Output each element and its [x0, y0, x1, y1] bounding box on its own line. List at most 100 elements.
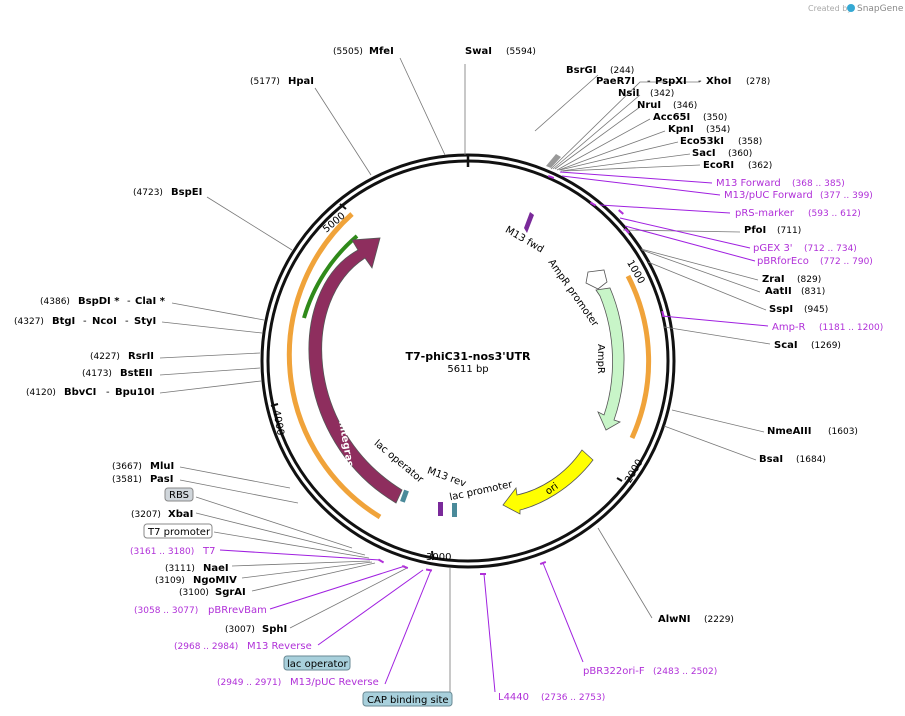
site-naei[interactable]: NaeI — [203, 563, 229, 574]
site-bsteii-pos: (4173) — [82, 369, 112, 379]
svg-text:T7 promoter: T7 promoter — [147, 527, 211, 538]
site-ncoi[interactable]: NcoI — [92, 316, 117, 327]
site-bbvci-pos: (4120) — [26, 388, 56, 398]
site-saci[interactable]: SacI — [692, 148, 716, 159]
primer-pbrforeco-range: (772 .. 790) — [820, 257, 873, 267]
primer-pbrforeco[interactable]: pBRforEco — [757, 256, 809, 267]
plasmid-name: T7-phiC31-nos3'UTR — [405, 350, 531, 363]
primer-pbrrevbam-range: (3058 .. 3077) — [134, 606, 198, 616]
site-acc65i-pos: (350) — [703, 113, 727, 123]
site-swai-pos: (5594) — [506, 47, 536, 57]
site-eco53ki[interactable]: Eco53kI — [680, 136, 724, 147]
snapgene-logo-icon — [847, 4, 855, 12]
site-xbai-pos: (3207) — [131, 510, 161, 520]
tag-lac-operator[interactable]: lac operator — [283, 655, 351, 671]
tag-cap-binding-site[interactable]: CAP binding site — [362, 691, 453, 707]
site-kpni[interactable]: KpnI — [668, 124, 694, 135]
created-by-label: Created by — [808, 4, 852, 13]
primer-amp-r-range: (1181 .. 1200) — [819, 323, 883, 333]
primer-pbr322ori-f[interactable]: pBR322ori-F — [583, 666, 645, 677]
site-bspdi-pos: (4386) — [40, 297, 70, 307]
site-acc65i[interactable]: Acc65I — [653, 112, 690, 123]
ori-feature — [502, 449, 594, 515]
site-styi[interactable]: StyI — [134, 316, 156, 327]
primer-prs-marker[interactable]: pRS-marker — [735, 208, 795, 219]
site-mlui[interactable]: MluI — [150, 461, 174, 472]
phage-integrase-feature — [308, 237, 403, 504]
site-sgrai[interactable]: SgrAI — [215, 587, 246, 598]
site-scai[interactable]: ScaI — [774, 340, 798, 351]
site-clai[interactable]: ClaI * — [135, 296, 166, 307]
site-hpai-pos: (5177) — [250, 77, 280, 87]
site-nrui[interactable]: NruI — [637, 100, 661, 111]
tick-3000: 3000 — [426, 552, 451, 563]
site-hpai[interactable]: HpaI — [288, 76, 314, 87]
site-pasi[interactable]: PasI — [150, 474, 173, 485]
primer-m13-reverse[interactable]: M13 Reverse — [247, 641, 312, 652]
primer-pgex3[interactable]: pGEX 3' — [753, 243, 793, 254]
site-ecori[interactable]: EcoRI — [703, 160, 734, 171]
site-rsrii-pos: (4227) — [90, 352, 120, 362]
ampr-label: AmpR — [595, 344, 606, 374]
site-aatii[interactable]: AatII — [765, 286, 792, 297]
site-bpu10i[interactable]: Bpu10I — [115, 387, 155, 398]
site-rsrii[interactable]: RsrII — [128, 351, 154, 362]
site-ngomiv[interactable]: NgoMIV — [193, 575, 237, 586]
m13-fwd-label: M13 fwd — [503, 225, 545, 256]
site-sgrai-pos: (3100) — [179, 588, 209, 598]
primer-t7[interactable]: T7 — [202, 546, 215, 557]
site-paer7i-pos: (278) — [746, 77, 770, 87]
site-btgi[interactable]: BtgI — [52, 316, 75, 327]
site-bsteii[interactable]: BstEII — [120, 368, 153, 379]
site-alwni-pos: (2229) — [704, 615, 734, 625]
site-mfei[interactable]: MfeI — [369, 46, 394, 57]
primer-l4440-range: (2736 .. 2753) — [541, 693, 605, 703]
site-swai[interactable]: SwaI — [465, 46, 492, 57]
tag-t7-promoter[interactable]: T7 promoter — [143, 523, 213, 539]
site-xbai[interactable]: XbaI — [168, 509, 193, 520]
primer-l4440[interactable]: L4440 — [498, 692, 529, 703]
site-bspdi[interactable]: BspDI * — [78, 296, 120, 307]
site-bsai[interactable]: BsaI — [759, 454, 783, 465]
ruler-ticks — [270, 203, 654, 561]
primer-m13-puc-reverse-range: (2949 .. 2971) — [217, 678, 281, 688]
site-bsrgi-pos: (244) — [610, 66, 634, 76]
ampr-feature — [595, 287, 625, 431]
site-ecori-pos: (362) — [748, 161, 772, 171]
site-pspxi[interactable]: PspXI — [655, 76, 687, 87]
primer-m13-puc-forward[interactable]: M13/pUC Forward — [724, 190, 813, 201]
site-bspei[interactable]: BspEI — [171, 187, 202, 198]
site-nmeaiii[interactable]: NmeAIII — [767, 426, 811, 437]
site-bsrgi[interactable]: BsrGI — [566, 65, 596, 76]
primer-m13-forward[interactable]: M13 Forward — [716, 178, 781, 189]
svg-text:lac operator: lac operator — [287, 659, 348, 670]
m13-rev-label: M13 rev — [426, 465, 468, 489]
site-zrai-pos: (829) — [797, 275, 821, 285]
site-alwni[interactable]: AlwNI — [658, 614, 691, 625]
site-sspi[interactable]: SspI — [769, 304, 793, 315]
primer-m13-puc-forward-range: (377 .. 399) — [820, 191, 873, 201]
site-paer7i[interactable]: PaeR7I — [596, 76, 635, 87]
tag-rbs[interactable]: RBS — [164, 487, 194, 502]
site-pfoi[interactable]: PfoI — [744, 225, 766, 236]
primer-m13-puc-reverse[interactable]: M13/pUC Reverse — [290, 677, 379, 688]
primer-pbr322ori-f-range: (2483 .. 2502) — [653, 667, 717, 677]
site-scai-pos: (1269) — [811, 341, 841, 351]
site-nsii-pos: (342) — [650, 89, 674, 99]
site-bbvci[interactable]: BbvCI — [64, 387, 96, 398]
site-mlui-pos: (3667) — [112, 462, 142, 472]
primer-pbrrevbam[interactable]: pBRrevBam — [208, 605, 267, 616]
orf-arc-left — [286, 212, 382, 520]
site-mfei-pos: (5505) — [333, 47, 363, 57]
site-bspdi-sep: - — [127, 296, 131, 307]
enzyme-leader-lines — [159, 57, 771, 694]
orf-arc-right — [625, 274, 652, 440]
primer-marks — [377, 175, 665, 575]
site-nsii[interactable]: NsiI — [618, 88, 639, 99]
site-sphi[interactable]: SphI — [262, 624, 287, 635]
site-zrai[interactable]: ZraI — [762, 274, 785, 285]
primer-amp-r[interactable]: Amp-R — [772, 322, 806, 333]
site-bbvci-sep: - — [106, 387, 110, 398]
site-xhoi[interactable]: XhoI — [706, 76, 731, 87]
svg-text:CAP binding site: CAP binding site — [367, 695, 449, 706]
